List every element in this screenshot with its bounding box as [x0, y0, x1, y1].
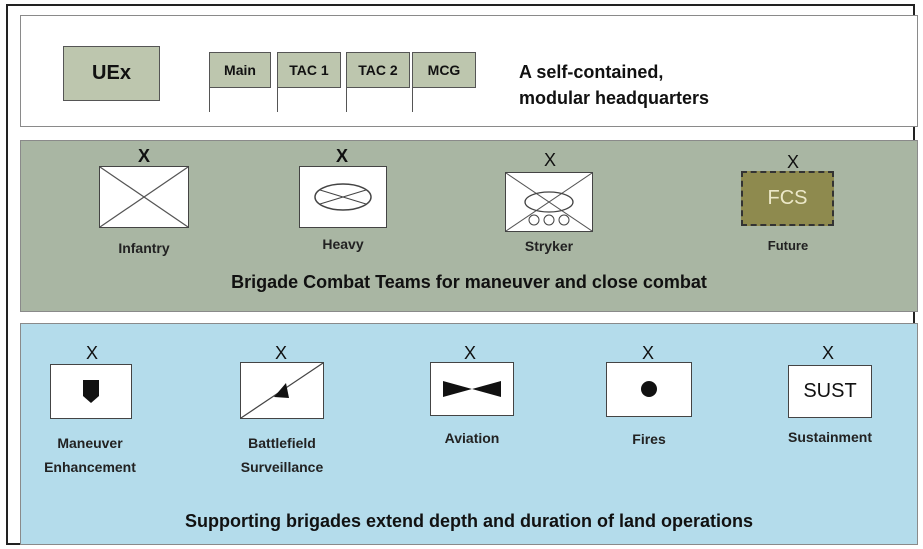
uex-box: UEx	[63, 46, 160, 101]
unit-label-aviation: Aviation	[444, 430, 500, 446]
bct-caption: Brigade Combat Teams for maneuver and cl…	[231, 272, 707, 292]
shield-symbol-icon	[50, 364, 132, 419]
echelon-marker: X	[786, 152, 799, 172]
echelon-marker: X	[137, 146, 150, 166]
support-caption: Supporting brigades extend depth and dur…	[184, 511, 753, 531]
flag-tac1: TAC 1	[277, 52, 341, 88]
surveillance-symbol-icon	[240, 362, 324, 419]
unit-label-fires: Fires	[632, 431, 666, 447]
hq-description-line1: A self-contained,	[519, 62, 664, 82]
label-line: Enhancement	[44, 459, 136, 475]
fires-symbol-icon	[606, 362, 692, 417]
flag-tac2: TAC 2	[346, 52, 410, 88]
supporting-brigades-panel	[20, 323, 918, 545]
echelon-marker: X	[274, 343, 287, 363]
label-line: Surveillance	[240, 459, 324, 475]
aviation-symbol-icon	[430, 362, 514, 416]
label-line: Battlefield	[248, 435, 316, 451]
unit-label-stryker: Stryker	[524, 238, 574, 254]
sustainment-symbol-icon: SUST	[788, 365, 872, 418]
unit-label-maneuver-enhancement: Maneuver Enhancement	[20, 431, 160, 479]
unit-label-sustainment: Sustainment	[787, 429, 872, 445]
echelon-marker: X	[463, 343, 476, 363]
unit-label-battlefield-surveillance: Battlefield Surveillance	[212, 431, 352, 479]
echelon-marker: X	[335, 146, 348, 166]
infantry-symbol-icon	[99, 166, 189, 228]
hq-description: A self-contained, modular headquarters	[519, 59, 709, 111]
unit-label-future: Future	[767, 238, 809, 253]
echelon-marker: X	[641, 343, 654, 363]
armor-symbol-icon	[299, 166, 387, 228]
unit-label-infantry: Infantry	[118, 240, 170, 256]
echelon-marker: X	[85, 343, 98, 363]
stryker-symbol-icon	[505, 172, 593, 232]
hq-description-line2: modular headquarters	[519, 88, 710, 108]
echelon-marker: X	[543, 150, 556, 170]
echelon-marker: X	[821, 343, 834, 363]
fcs-symbol-icon: FCS	[741, 171, 834, 226]
flag-mcg: MCG	[412, 52, 476, 88]
unit-label-heavy: Heavy	[322, 236, 364, 252]
flag-main: Main	[209, 52, 271, 88]
label-line: Maneuver	[57, 435, 123, 451]
